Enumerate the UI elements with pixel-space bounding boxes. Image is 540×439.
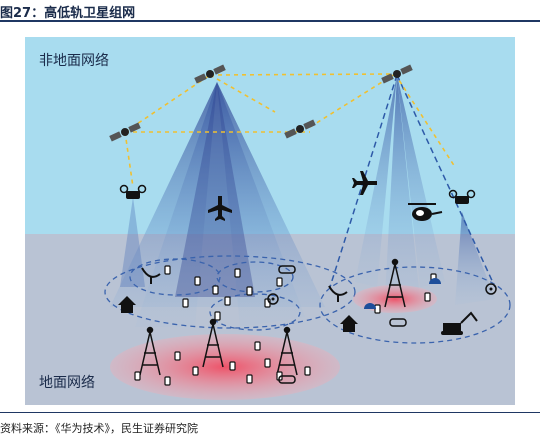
ground-station-icon (429, 278, 441, 284)
airplane-icon (208, 196, 232, 221)
sensor-icon (267, 293, 279, 305)
satellite-icon (284, 119, 316, 139)
title-divider (0, 20, 540, 22)
helicopter-icon (408, 203, 443, 221)
source-divider (0, 412, 540, 413)
car-icon (278, 375, 296, 384)
excavator-icon (441, 311, 478, 335)
airplane-icon (352, 171, 377, 195)
non-terrestrial-network-label: 非地面网络 (39, 53, 109, 69)
satellite-dish-icon (328, 285, 348, 302)
leo-beam-cone-left (110, 82, 325, 327)
user-devices (134, 265, 437, 386)
ground-station-icon (364, 303, 376, 309)
house-icon (340, 315, 358, 332)
ground-coverage-ellipses (104, 255, 511, 344)
source-note: 资料来源：《华为技术》，民生证券研究院 (0, 422, 198, 435)
inter-satellite-links (124, 73, 456, 188)
geo-beam-cones-right (120, 75, 495, 305)
cell-tower-icon (202, 318, 224, 368)
cell-tower-icon (384, 258, 406, 308)
cell-tower-icon (139, 326, 161, 376)
satellite-icon (194, 64, 226, 84)
satellite-network-diagram: 非地面网络 地面网络 (25, 37, 515, 405)
satellite-icon (109, 122, 141, 142)
house-icon (118, 296, 136, 313)
cell-tower-icon (276, 326, 298, 376)
drone-icon (448, 189, 476, 204)
satellite-dish-icon (141, 267, 161, 284)
car-icon (278, 265, 296, 274)
figure-title: 图27：高低轨卫星组网 (0, 6, 136, 21)
car-icon (389, 318, 407, 327)
drone-icon (119, 184, 147, 199)
terrestrial-network-label: 地面网络 (39, 375, 95, 391)
satellite-icon (381, 64, 413, 84)
sensor-icon (485, 283, 497, 295)
